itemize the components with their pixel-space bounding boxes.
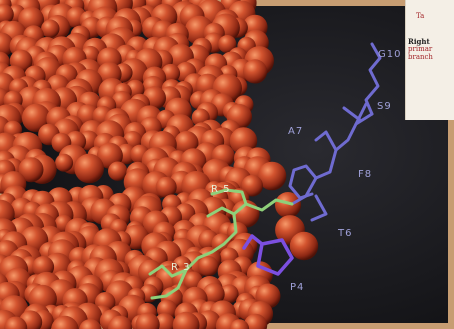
caption-line2-fragment: branch bbox=[408, 53, 433, 61]
protein-atom-sphere bbox=[79, 319, 102, 329]
protein-atom-sphere bbox=[198, 255, 219, 277]
residue-label-p4: P4 bbox=[290, 282, 304, 293]
bond-blue-5 bbox=[288, 164, 318, 200]
bond-blue-1 bbox=[364, 42, 382, 116]
protein-atom-sphere bbox=[41, 19, 60, 38]
bond-blue-3 bbox=[314, 130, 338, 152]
protein-atom-sphere bbox=[18, 157, 44, 183]
protein-atom-sphere bbox=[4, 316, 28, 329]
residue-label-t6: T6 bbox=[337, 228, 352, 239]
bond-green-4 bbox=[150, 268, 188, 300]
protein-atom-sphere bbox=[202, 283, 225, 306]
protein-atom-sphere bbox=[243, 313, 268, 329]
protein-atom-sphere bbox=[289, 231, 319, 261]
caption-panel: Ta Right primar branch bbox=[405, 0, 454, 120]
residue-label-r3: R 3 bbox=[171, 262, 191, 273]
protein-atom-sphere bbox=[74, 153, 104, 184]
protein-atom-sphere bbox=[275, 192, 301, 218]
protein-atom-sphere bbox=[108, 315, 133, 329]
proline-ring bbox=[256, 238, 294, 276]
protein-atom-sphere bbox=[55, 153, 74, 172]
bond-purple-1 bbox=[242, 234, 264, 250]
residue-label-a7: A7 bbox=[288, 126, 303, 137]
protein-atom-sphere bbox=[172, 311, 200, 329]
bond-green-2 bbox=[210, 188, 248, 206]
protein-atom-sphere bbox=[218, 35, 237, 54]
protein-atom-sphere bbox=[155, 176, 177, 198]
protein-atom-sphere bbox=[0, 4, 14, 25]
peptide-chain-green bbox=[148, 188, 294, 300]
protein-atom-sphere bbox=[229, 319, 250, 329]
caption-title-fragment: Ta bbox=[416, 12, 425, 20]
caption-line1-fragment: primar bbox=[408, 45, 433, 53]
residue-label-s9: S9 bbox=[377, 101, 392, 112]
residue-label-f8: F8 bbox=[358, 169, 372, 180]
bond-blue-7 bbox=[354, 102, 368, 126]
caption-heading-fragment: Right bbox=[408, 37, 430, 46]
residue-label-g10: G10 bbox=[378, 49, 401, 60]
bond-green-5 bbox=[148, 264, 174, 278]
protein-atom-sphere bbox=[0, 32, 14, 57]
bond-blue-6 bbox=[310, 194, 328, 222]
peptide-chain-blue bbox=[288, 42, 382, 222]
protein-atom-sphere bbox=[108, 161, 128, 181]
protein-atom-sphere bbox=[21, 103, 51, 133]
protein-atom-sphere bbox=[257, 161, 287, 191]
bond-blue-2 bbox=[334, 112, 374, 152]
peptide-chain-purple bbox=[242, 234, 294, 276]
bond-blue-8 bbox=[342, 106, 362, 122]
protein-atom-sphere bbox=[219, 284, 239, 304]
protein-atom-sphere bbox=[243, 59, 268, 84]
protein-surface bbox=[0, 0, 319, 329]
protein-atom-sphere bbox=[51, 315, 79, 329]
protein-atom-sphere bbox=[135, 312, 160, 329]
residue-label-r5: R 5 bbox=[211, 184, 231, 195]
protein-atom-sphere bbox=[241, 174, 263, 197]
